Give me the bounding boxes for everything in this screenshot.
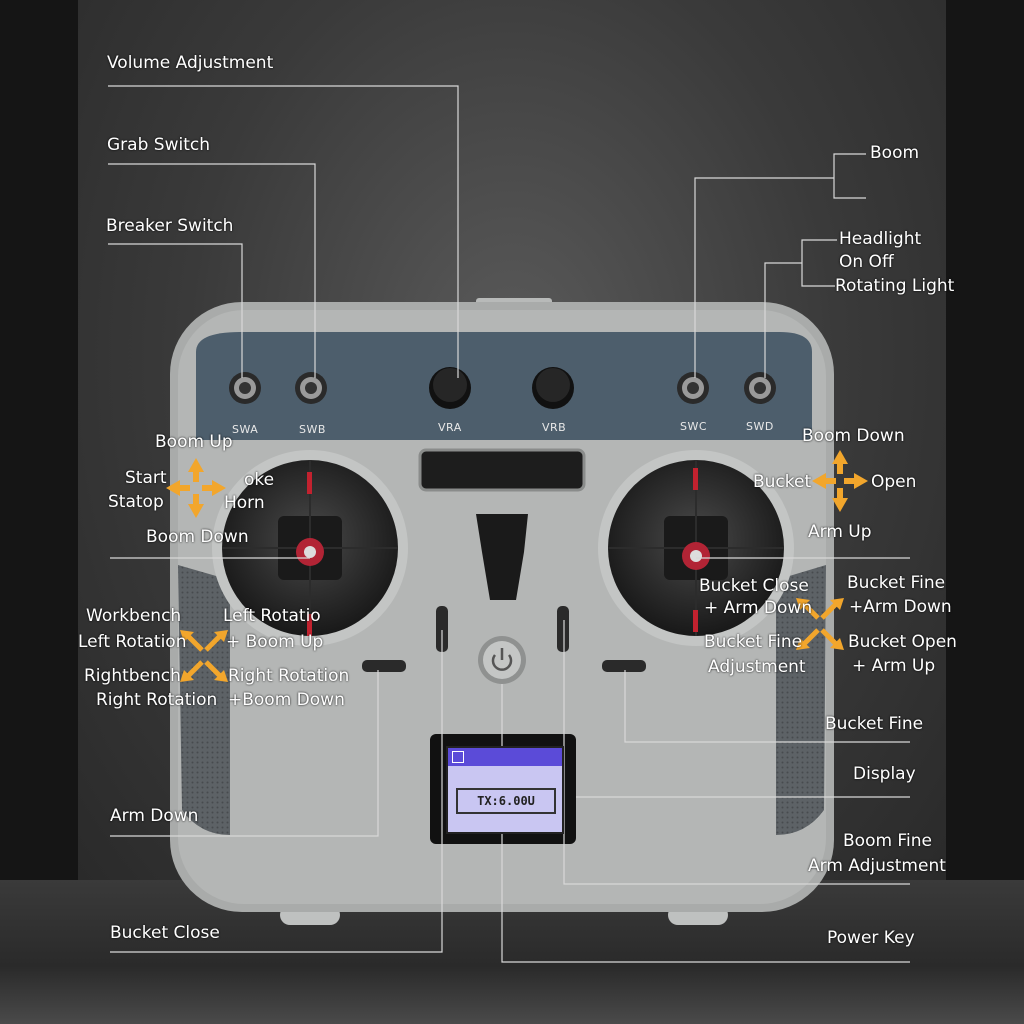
label-arm-down: Arm Down — [110, 806, 199, 826]
label-boom-up: Boom Up — [155, 432, 233, 452]
right-backdrop — [946, 0, 1024, 1024]
label-display: Display — [853, 764, 916, 784]
label-stroke: oke — [244, 470, 275, 490]
left-trim-vertical — [436, 606, 448, 652]
left-trim-horizontal — [362, 660, 406, 672]
switch-swa — [229, 372, 261, 404]
label-power-key: Power Key — [827, 928, 915, 948]
label-bucket: Bucket — [753, 472, 812, 492]
label-boom-down-right: Boom Down — [802, 426, 905, 446]
knob-vrb — [532, 367, 574, 409]
label-bucket-close-arm: Bucket Close — [699, 576, 809, 596]
swc-label: SWC — [680, 420, 708, 433]
swd-label: SWD — [746, 420, 774, 433]
label-rightbench: Rightbench — [84, 666, 181, 686]
label-right-rotation-a: Right Rotation — [96, 690, 218, 710]
label-bucket-fine-tr: Bucket Fine — [847, 573, 946, 593]
label-plus-arm-up: + Arm Up — [852, 656, 936, 676]
display-title-bar — [448, 748, 562, 766]
right-trim-horizontal — [602, 660, 646, 672]
top-slot — [418, 448, 586, 492]
swa-label: SWA — [232, 423, 259, 436]
label-bucket-close: Bucket Close — [110, 923, 220, 943]
label-open: Open — [871, 472, 917, 492]
label-grab-switch: Grab Switch — [107, 135, 210, 155]
swb-label: SWB — [299, 423, 326, 436]
label-bucket-open: Bucket Open — [848, 632, 957, 652]
left-backdrop — [0, 0, 78, 1024]
label-arm-adjustment: Arm Adjustment — [808, 856, 946, 876]
display-menu-icon — [452, 751, 464, 763]
label-adjustment: Adjustment — [708, 657, 806, 677]
right-trim-vertical — [557, 606, 569, 652]
label-left-rotation: Left Rotation — [78, 632, 187, 652]
label-volume-adjustment: Volume Adjustment — [107, 53, 274, 73]
label-on-off: On Off — [839, 252, 894, 272]
label-plus-arm-down-a: + Arm Down — [704, 598, 813, 618]
vra-label: VRA — [438, 421, 462, 434]
knob-vra — [429, 367, 471, 409]
label-start: Start — [125, 468, 167, 488]
label-boom-fine: Boom Fine — [843, 831, 932, 851]
label-bucket-fine-adj: Bucket Fine — [704, 632, 803, 652]
center-lever — [476, 514, 528, 600]
label-bucket-fine: Bucket Fine — [825, 714, 924, 734]
label-right-rotation-b: Right Rotation — [228, 666, 350, 686]
switch-swc — [677, 372, 709, 404]
label-left-rotatio: Left Rotatio — [223, 606, 321, 626]
label-plus-boom-up: + Boom Up — [226, 632, 324, 652]
label-horn: Horn — [224, 493, 265, 513]
label-rotating-light: Rotating Light — [835, 276, 955, 296]
label-plus-arm-down-b: +Arm Down — [849, 597, 952, 617]
display-screen: TX:6.00U — [446, 746, 564, 834]
label-workbench: Workbench — [86, 606, 182, 626]
display-voltage: TX:6.00U — [456, 788, 556, 814]
label-headlight: Headlight — [839, 229, 922, 249]
vrb-label: VRB — [542, 421, 567, 434]
label-breaker-switch: Breaker Switch — [106, 216, 234, 236]
switch-swb — [295, 372, 327, 404]
direction-arrows — [166, 450, 868, 682]
label-plus-boom-down: +Boom Down — [228, 690, 345, 710]
top-panel — [196, 332, 812, 440]
switch-swd — [744, 372, 776, 404]
label-statop: Statop — [108, 492, 164, 512]
label-boom-down-left: Boom Down — [146, 527, 249, 547]
label-arm-up: Arm Up — [808, 522, 872, 542]
label-boom: Boom — [870, 143, 920, 163]
